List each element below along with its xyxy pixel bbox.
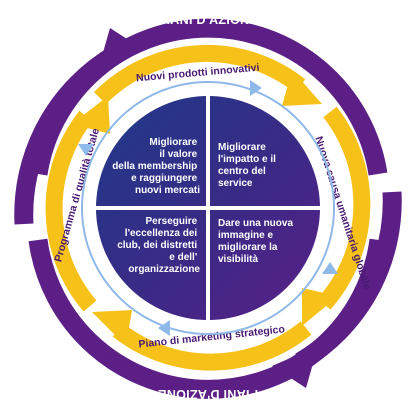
yellow-ring-bottom-arc bbox=[112, 321, 312, 371]
outer-ring-label-top: PIANI D'AZIONE bbox=[158, 13, 258, 27]
yellow-arrowhead-top bbox=[282, 70, 322, 106]
quadrant-top-left-text: Migliorare il valore della membership e … bbox=[112, 137, 200, 196]
blue-arrowhead-top bbox=[250, 80, 262, 96]
yellow-arrowhead-bottom bbox=[92, 310, 132, 346]
blue-arrowhead-right bbox=[322, 262, 338, 274]
outer-ring-left-arc bbox=[14, 45, 121, 225]
yellow-arrowhead-left bbox=[72, 96, 110, 134]
yellow-ring-left-arc bbox=[45, 110, 97, 312]
inner-blue-ring bbox=[81, 81, 335, 335]
quadrant-bottom-right-text: Dare una nuova immagine e migliorare la … bbox=[218, 218, 296, 265]
blue-arrowhead-bottom bbox=[158, 320, 170, 336]
outer-arrowhead-left bbox=[98, 28, 144, 70]
yellow-ring-top-arc bbox=[93, 44, 306, 105]
outer-ring-label-bottom: PIANI D'AZIONE bbox=[158, 387, 258, 401]
quadrant-bottom-left-text: Perseguire l'eccellenza dei club, dei di… bbox=[117, 216, 200, 275]
outer-ring-bottom-arc bbox=[28, 238, 389, 399]
yellow-ring-right-arc bbox=[317, 106, 371, 310]
quadrant-top-right-text: Migliorare l'impatto e il centro del ser… bbox=[218, 142, 279, 189]
yellow-arrowhead-right bbox=[302, 288, 338, 326]
blue-arrowhead-left bbox=[78, 144, 94, 156]
